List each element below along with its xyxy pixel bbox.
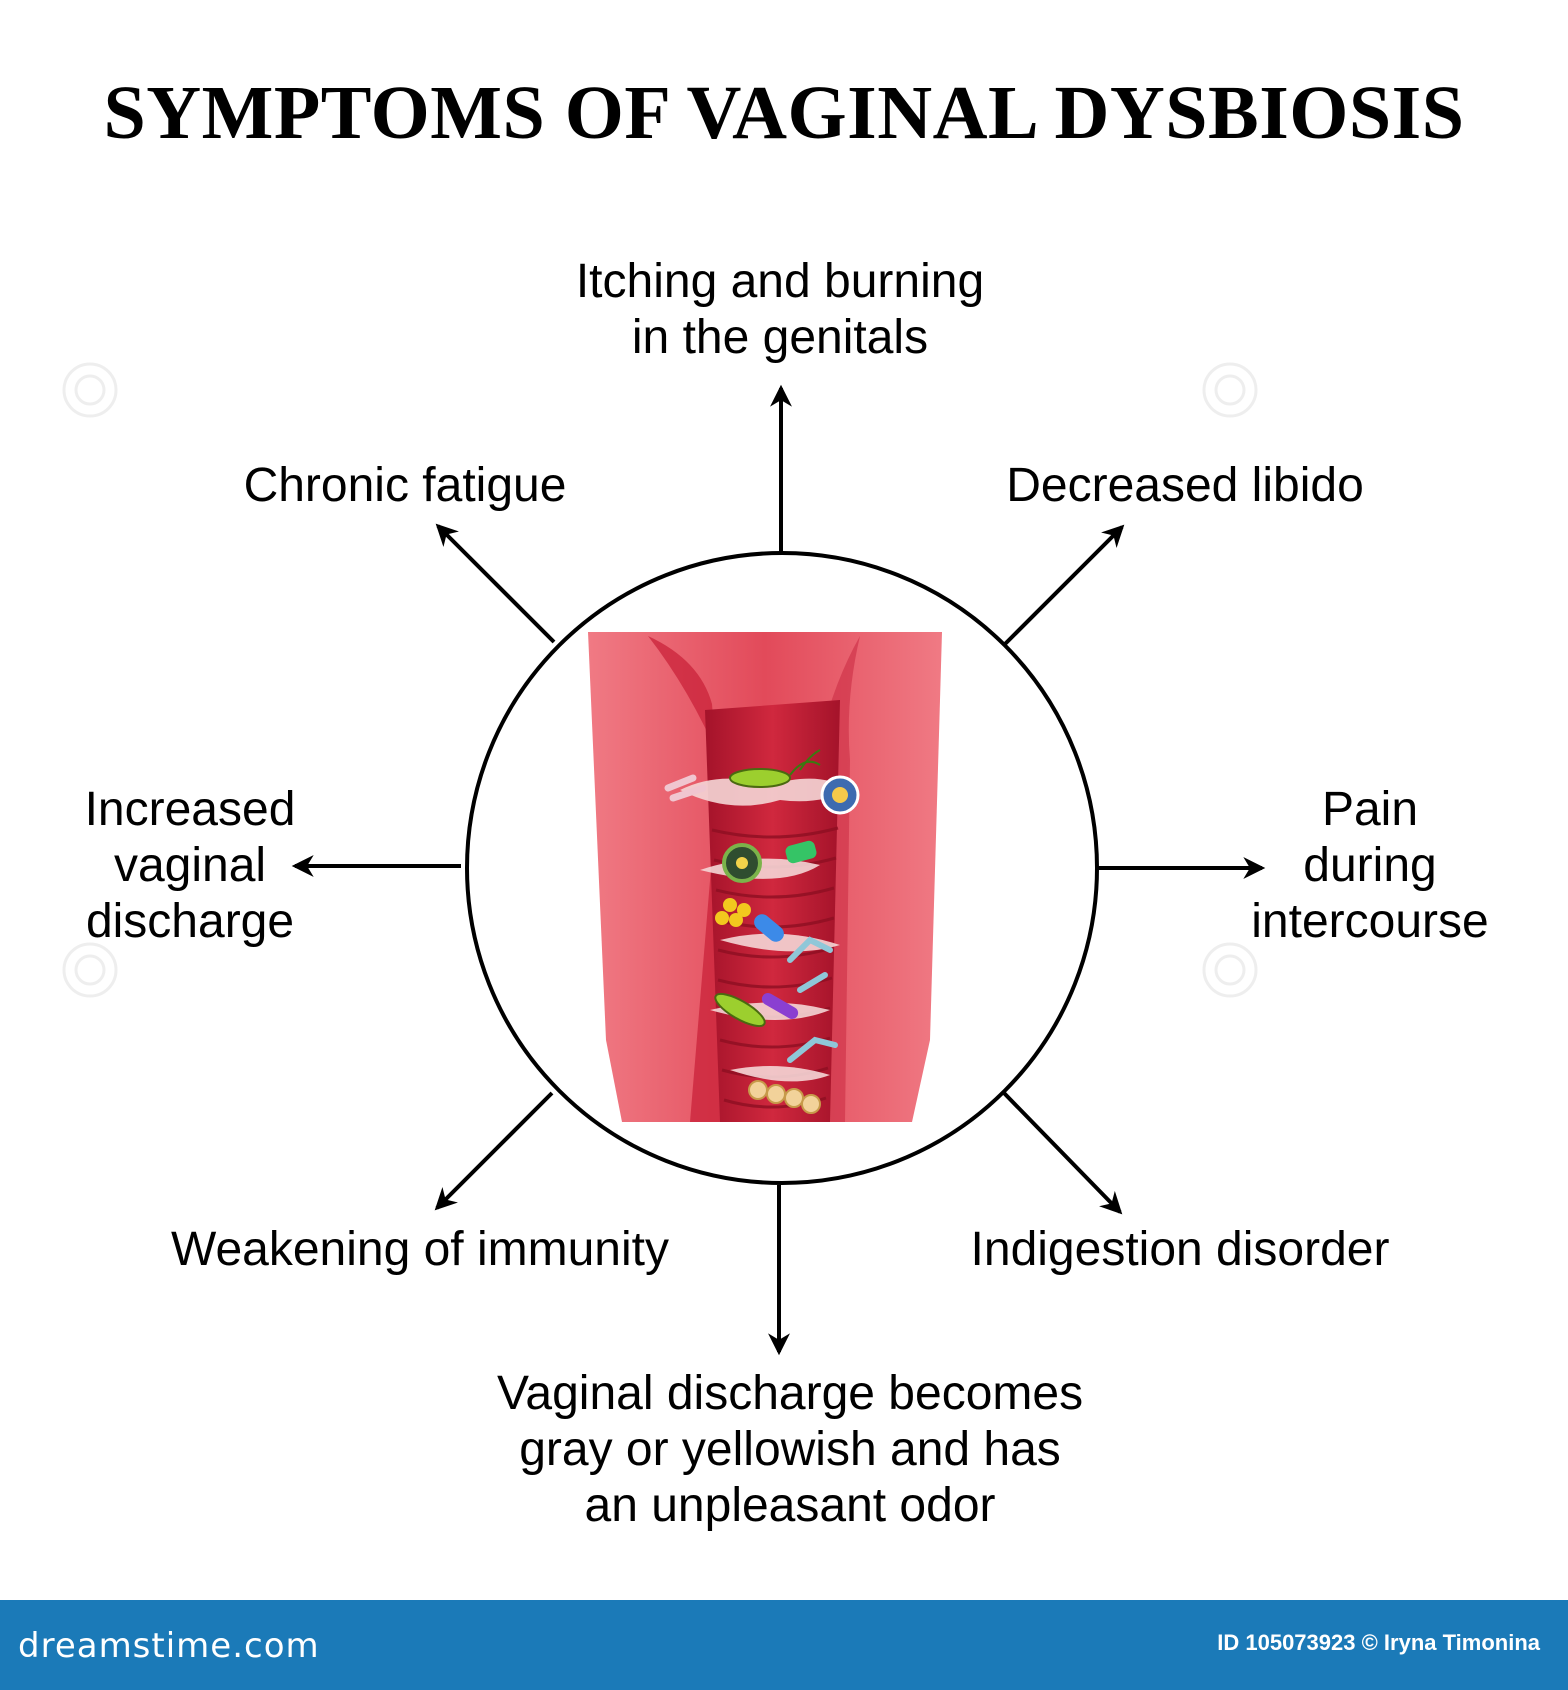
watermark-swirl-icon — [60, 360, 120, 425]
footer-bar: dreamstime.com ID 105073923 © Iryna Timo… — [0, 1600, 1568, 1690]
microbes — [664, 749, 860, 1114]
vaginal-tissue-illustration — [588, 632, 942, 1122]
symptom-discharge-odor: Vaginal discharge becomes gray or yellow… — [496, 1367, 1084, 1532]
watermark-swirl-icon — [60, 940, 120, 1005]
arrow-bottom-right — [1002, 1091, 1123, 1215]
footer-logo[interactable]: dreamstime.com — [18, 1626, 320, 1666]
symptom-arrows — [291, 384, 1266, 1356]
symptom-weakening-immunity: Weakening of immunity — [171, 1223, 669, 1276]
image-credit: ID 105073923 © Iryna Timonina — [1217, 1630, 1540, 1655]
symptom-itching-burning: Itching and burning in the genitals — [575, 255, 985, 364]
arrow-top-left — [435, 523, 556, 644]
page-title: SYMPTOMS OF VAGINAL DYSBIOSIS — [103, 71, 1465, 155]
symptom-chronic-fatigue: Chronic fatigue — [243, 459, 567, 512]
arrow-bottom-left — [434, 1091, 554, 1211]
symptom-increased-discharge: Increased vaginal discharge — [84, 783, 296, 948]
arrow-top-right — [1002, 524, 1125, 647]
watermark-swirl-icon — [1200, 360, 1260, 425]
symptom-pain-intercourse: Pain during intercourse — [1251, 783, 1489, 948]
symptom-decreased-libido: Decreased libido — [1006, 459, 1364, 512]
symptom-diagram — [291, 384, 1266, 1356]
watermark-swirl-icon — [1200, 940, 1260, 1005]
symptom-indigestion: Indigestion disorder — [970, 1223, 1390, 1276]
